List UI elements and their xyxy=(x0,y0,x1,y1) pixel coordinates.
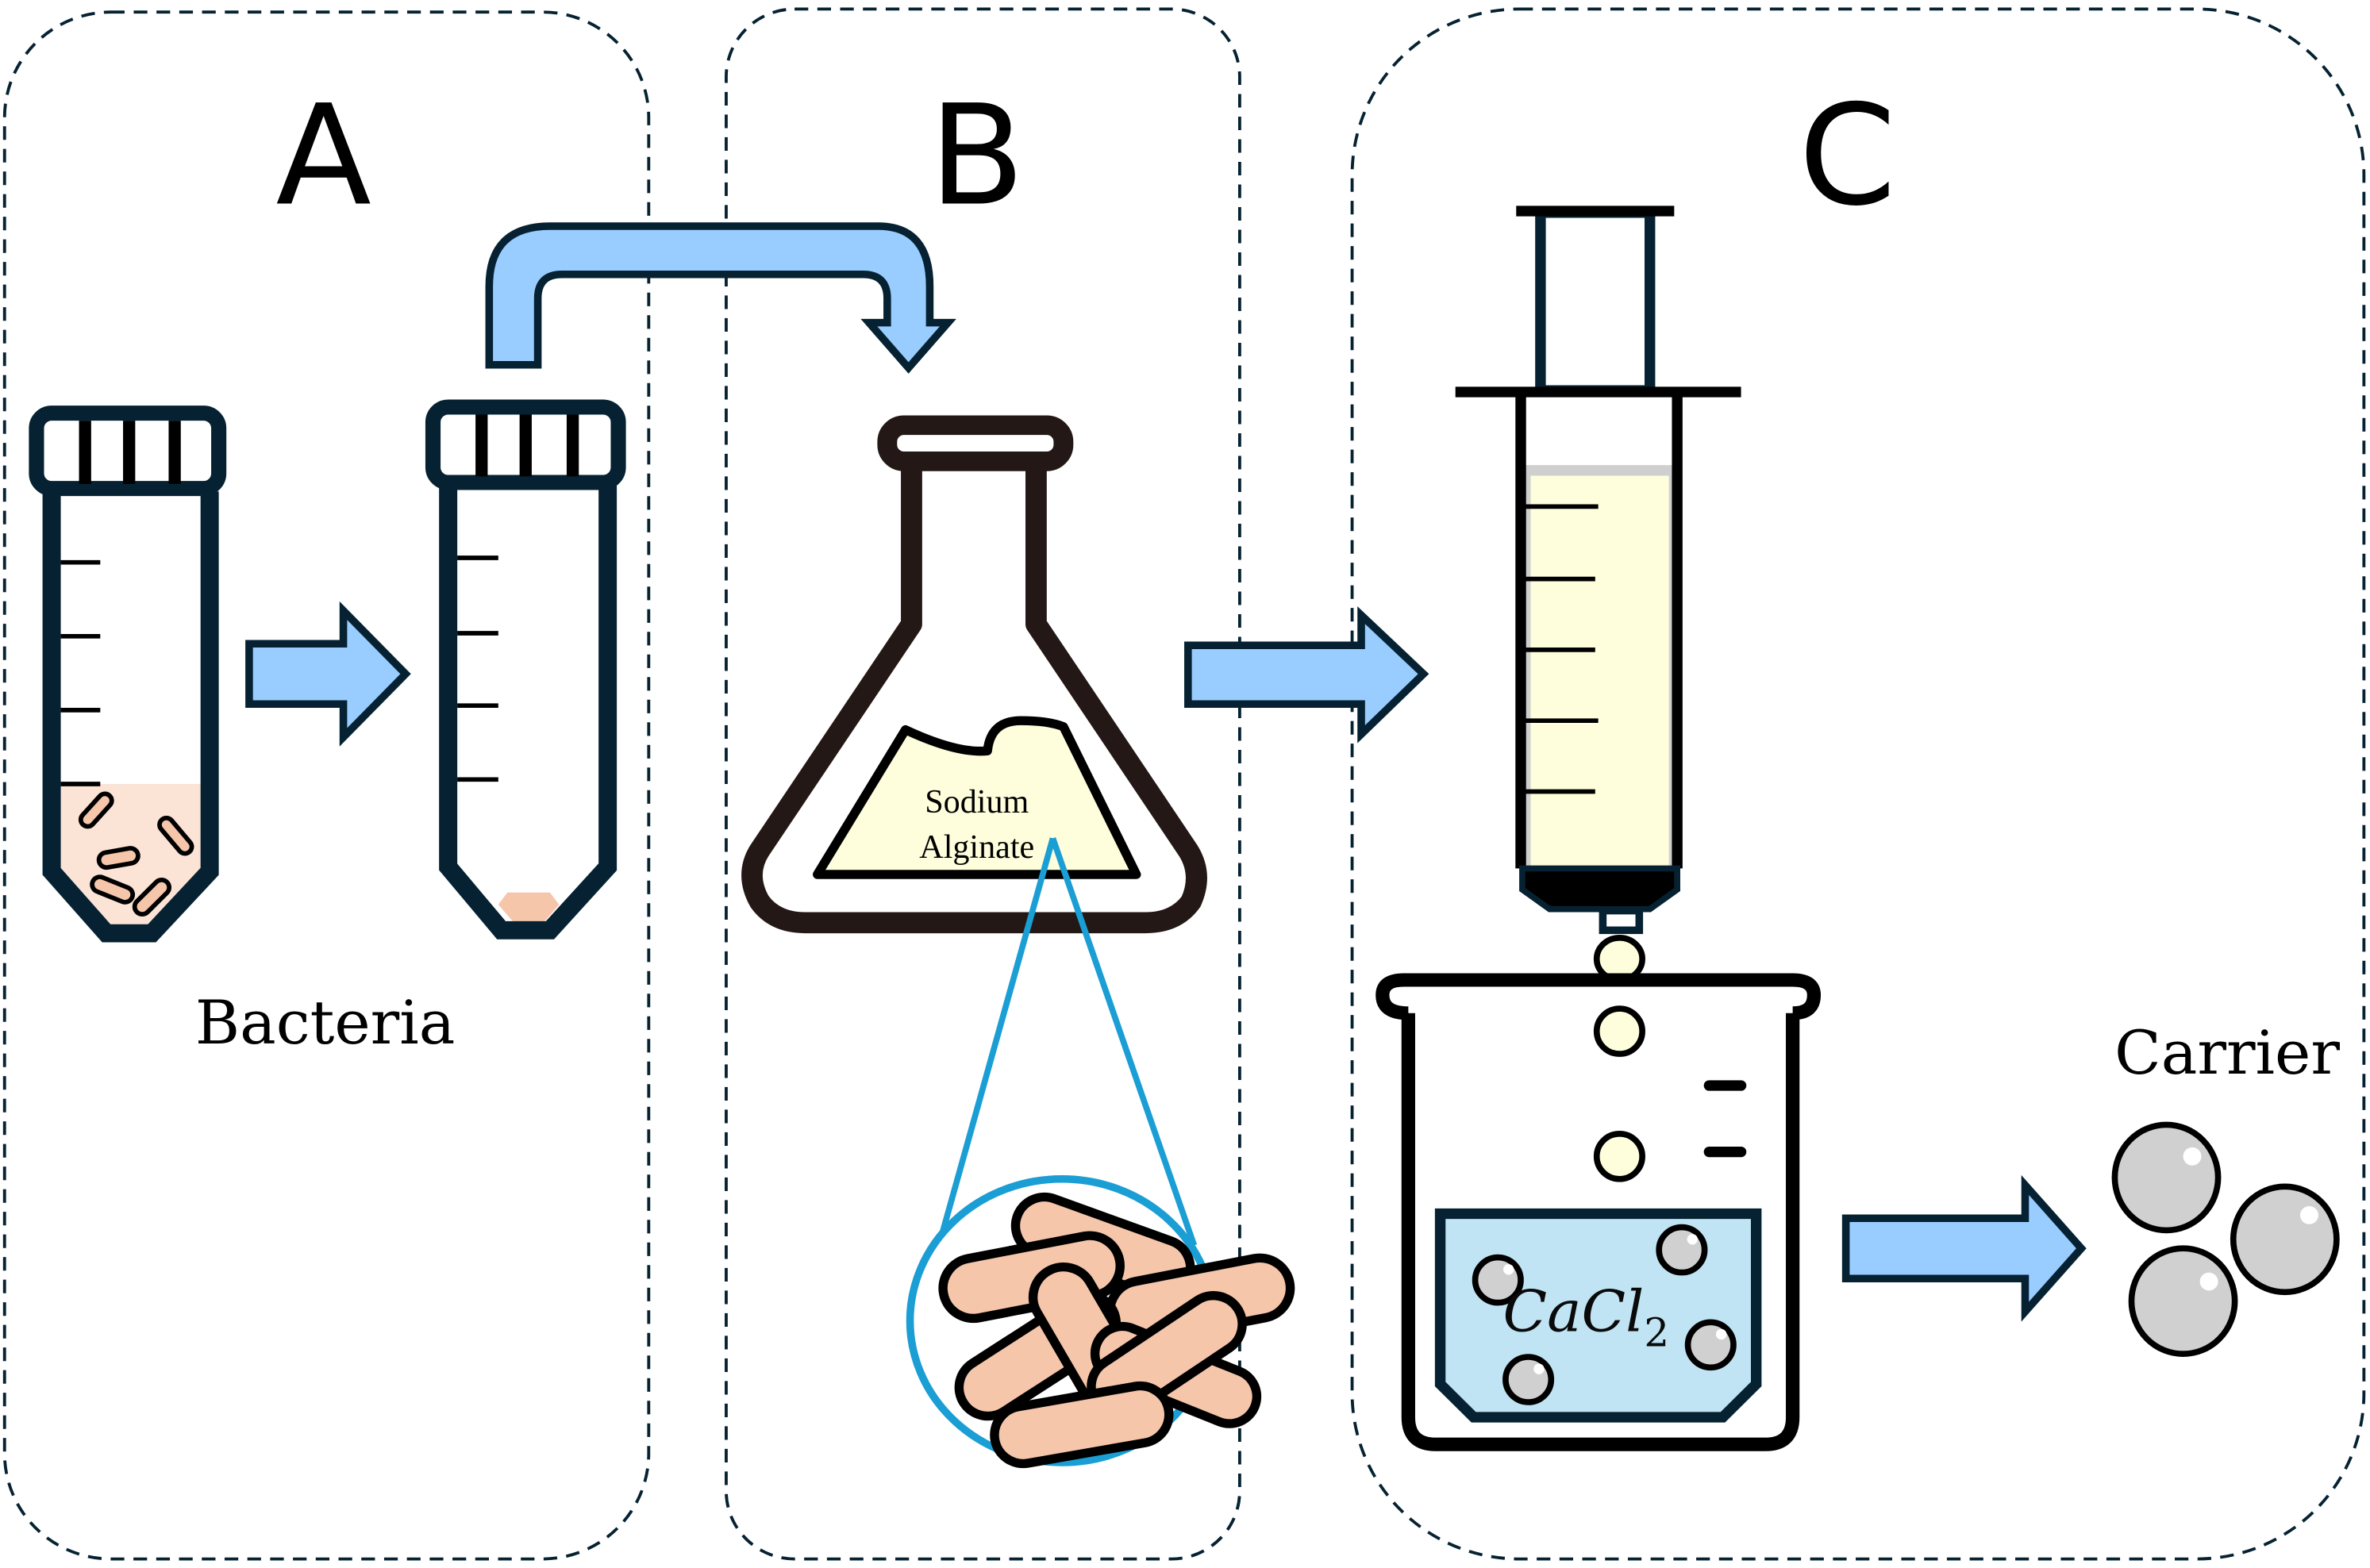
sodium-label: Sodium xyxy=(925,784,1029,821)
culture-tube-icon xyxy=(29,405,227,943)
panel-b-letter: B xyxy=(929,75,1025,236)
cacl2-formula: CaCl2 xyxy=(1503,1279,1670,1356)
panel-a-letter: A xyxy=(275,75,371,236)
beaker-icon xyxy=(1375,973,1822,1451)
pellet-tube-icon xyxy=(425,399,626,940)
syringe-icon xyxy=(1455,206,1741,935)
arrow-right-icon xyxy=(1841,1174,2087,1322)
cacl2-formula-base: CaCl xyxy=(1503,1279,1645,1346)
gel-beads-in-solution xyxy=(1472,1224,1737,1405)
panel-c-frame xyxy=(1350,7,2366,1561)
arrow-right-icon xyxy=(1184,606,1429,744)
alginate-label: Alginate xyxy=(919,829,1034,866)
curved-arrow-icon xyxy=(485,222,956,374)
cacl2-formula-subscript: 2 xyxy=(1644,1310,1669,1356)
panel-c-letter: C xyxy=(1799,75,1896,236)
panel-b-frame xyxy=(725,7,1241,1561)
carrier-beads-icon xyxy=(2111,1121,2340,1357)
carrier-label: Carrier xyxy=(2114,1017,2340,1088)
panel-a-frame xyxy=(2,10,651,1561)
erlenmeyer-flask-icon xyxy=(741,415,1207,934)
bacteria-label: Bacteria xyxy=(195,987,456,1058)
bacteria-cluster-icon xyxy=(938,1192,1295,1469)
arrow-right-icon xyxy=(245,601,411,747)
